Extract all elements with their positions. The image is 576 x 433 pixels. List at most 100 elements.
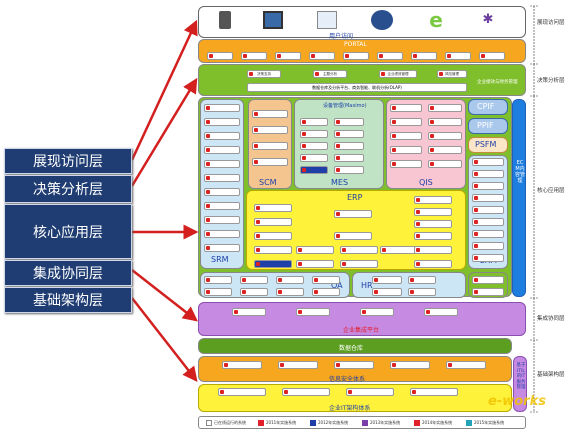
mes-item — [300, 130, 328, 138]
portal-panel: PORTAL — [198, 39, 526, 63]
user-access-panel: e ✱ 用户访问 — [198, 6, 526, 40]
qis-item — [428, 104, 462, 112]
security-item — [278, 361, 318, 369]
legend-item: 已在线运行的系统 — [206, 419, 246, 427]
oa-item — [276, 276, 304, 284]
right-brackets — [530, 5, 538, 413]
scm-item — [252, 110, 288, 118]
layer-label-integration: 集成协同层 — [4, 260, 132, 286]
ppif-module: PPIF — [468, 118, 508, 134]
mes-item — [300, 154, 328, 162]
layer-label-decision: 决策分析层 — [4, 175, 132, 203]
oa-title: OA — [331, 281, 343, 290]
hr-item — [408, 276, 436, 284]
layer-label-core: 核心应用层 — [4, 204, 132, 259]
portal-item — [445, 52, 471, 60]
mes-item — [334, 166, 364, 174]
it-item — [282, 388, 330, 396]
ppif-title: PPIF — [477, 121, 494, 130]
erp-item — [334, 210, 372, 218]
portal-item — [411, 52, 437, 60]
right-label-decision: 决策分析层 — [537, 78, 565, 84]
maximo-title: 设备管理(Maximo) — [323, 103, 367, 109]
mes-item — [300, 118, 328, 126]
qis-item — [390, 160, 422, 168]
portal-item — [275, 52, 301, 60]
security-item — [334, 361, 374, 369]
erp-item — [254, 218, 292, 226]
hr-side-item — [472, 288, 504, 296]
qis-item — [428, 118, 462, 126]
oa-item — [240, 276, 268, 284]
qis-item — [390, 132, 422, 140]
hr-side-item — [472, 276, 504, 284]
itil-title: 基于ITIL的IT服务管理 — [516, 363, 526, 390]
qis-item — [428, 132, 462, 140]
legend-item: 2013年实施系统 — [362, 419, 400, 427]
it-arch-title: 企业IT架构体系 — [329, 405, 371, 412]
qis-item — [390, 146, 422, 154]
portal-item — [207, 52, 233, 60]
it-item — [218, 388, 266, 396]
erp-item — [296, 246, 334, 254]
crm-item — [472, 158, 504, 166]
watermark: e-works — [488, 394, 546, 409]
integration-panel: 企业集成平台 — [198, 302, 526, 336]
srm-item — [204, 104, 240, 112]
mes-item — [334, 118, 364, 126]
srm-item — [204, 118, 240, 126]
desktop-icon — [371, 10, 393, 30]
legend-item: 2014年实施系统 — [414, 419, 452, 427]
hr-item — [372, 288, 402, 296]
right-label-integration: 集成协同层 — [537, 316, 565, 322]
decision-panel: 决策支持 主题分析 企业绩效管理 风险管理 企业绩效与财务管理 数据仓库及分析平… — [198, 64, 526, 96]
crm-item — [472, 206, 504, 214]
erp-item — [380, 246, 418, 254]
integration-item — [424, 308, 458, 316]
portal-item — [343, 52, 369, 60]
oa-item — [240, 288, 268, 296]
portal-item — [479, 52, 505, 60]
right-label-core: 核心应用层 — [537, 188, 565, 194]
oa-item — [276, 288, 304, 296]
mes-title: MES — [331, 178, 349, 187]
srm-item — [204, 188, 240, 196]
hr-item — [408, 288, 436, 296]
legend-item: 2012年实施系统 — [310, 419, 348, 427]
integration-title: 企业集成平台 — [343, 327, 380, 334]
user-access-title: 用户访问 — [329, 33, 354, 40]
integration-item — [232, 308, 266, 316]
crm-item — [472, 170, 504, 178]
layer-label-infra: 基础架构层 — [4, 287, 132, 313]
ecm-module: ECM内容管理 — [512, 99, 526, 297]
security-panel: 信息安全体系 — [198, 356, 512, 383]
it-item — [346, 388, 394, 396]
legend-item: 2011年实施系统 — [258, 419, 296, 427]
oa-item — [312, 288, 340, 296]
itil-panel: 基于ITIL的IT服务管理 — [513, 356, 527, 412]
integration-item — [360, 308, 394, 316]
ecm-title: ECM内容管理 — [515, 160, 526, 184]
qis-item — [390, 118, 422, 126]
webpage-icon — [317, 11, 337, 29]
ie-browser-icon: e — [429, 8, 443, 32]
olap-bar: 数据仓库及分析平台、商务智能、联机分析(OLAP) — [247, 83, 467, 92]
decision-item: 风险管理 — [437, 70, 467, 78]
mes-item — [300, 142, 328, 150]
psfm-module: PSFM — [468, 137, 508, 153]
scm-item — [252, 142, 288, 150]
phone-icon — [219, 11, 231, 29]
srm-title: SRM — [211, 255, 229, 264]
scm-title: SCM — [259, 178, 277, 187]
erp-item — [254, 204, 292, 212]
srm-item — [204, 244, 240, 252]
srm-module: SRM — [200, 99, 244, 269]
erp-item — [414, 220, 452, 228]
portal-item — [377, 52, 403, 60]
oa-item — [312, 276, 340, 284]
data-warehouse-title: 数据仓库 — [339, 345, 364, 352]
erp-item — [414, 246, 452, 254]
tablet-icon — [263, 11, 283, 29]
mes-item — [334, 130, 364, 138]
srm-item — [204, 146, 240, 154]
